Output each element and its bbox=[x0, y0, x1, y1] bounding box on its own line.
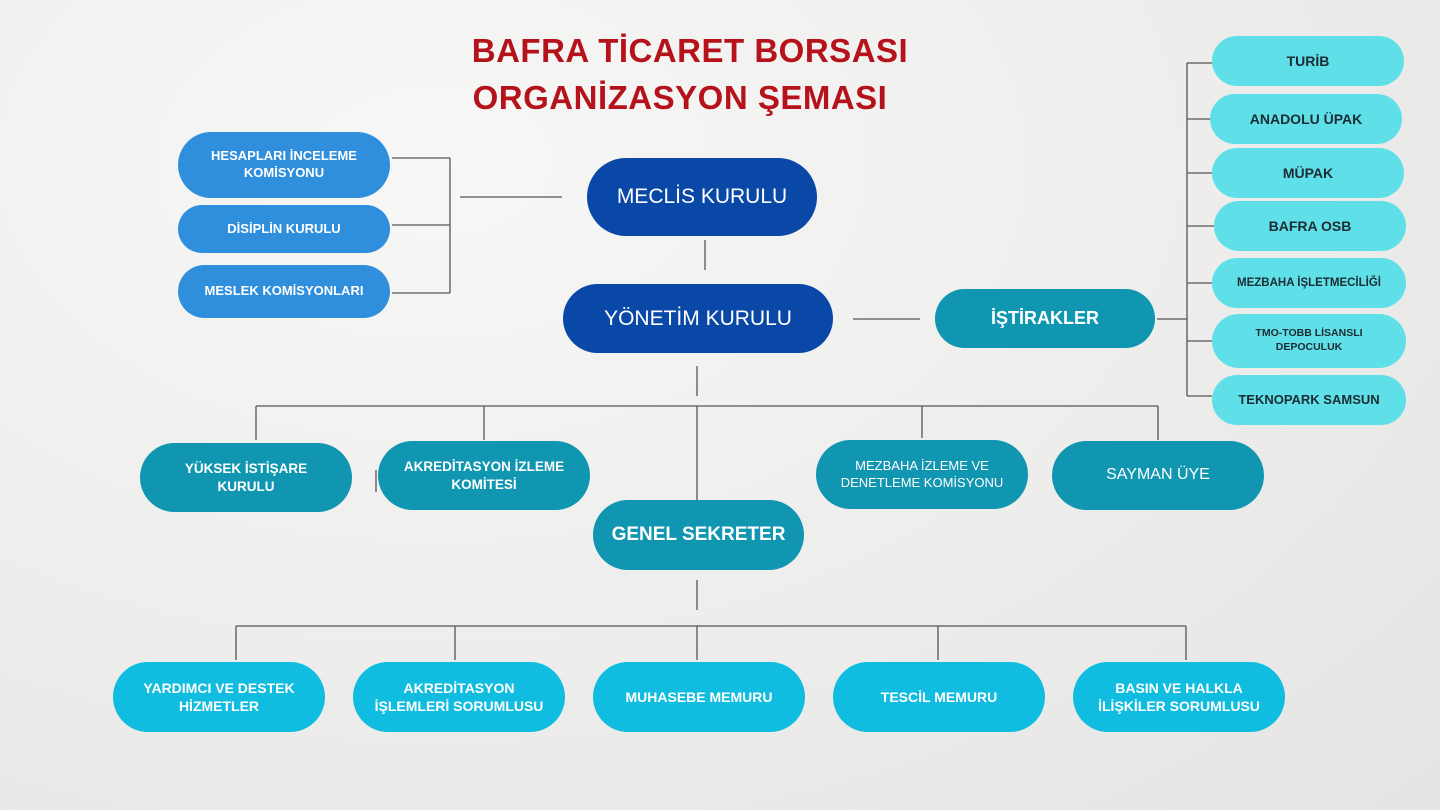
node-sayman-uye: SAYMAN ÜYE bbox=[1052, 441, 1264, 510]
node-turib: TURİB bbox=[1212, 36, 1404, 86]
node-disiplin-kurulu: DİSİPLİN KURULU bbox=[178, 205, 390, 253]
node-yonetim-kurulu: YÖNETİM KURULU bbox=[563, 284, 833, 353]
node-tmo-tobb-depoculuk: TMO-TOBB LİSANSLI DEPOCULUK bbox=[1212, 314, 1406, 368]
node-meclis-kurulu: MECLİS KURULU bbox=[587, 158, 817, 236]
node-meslek-komisyonlari: MESLEK KOMİSYONLARI bbox=[178, 265, 390, 318]
node-tescil-memuru: TESCİL MEMURU bbox=[833, 662, 1045, 732]
node-bafra-osb: BAFRA OSB bbox=[1214, 201, 1406, 251]
node-mupak: MÜPAK bbox=[1212, 148, 1404, 198]
chart-title-line1: BAFRA TİCARET BORSASI bbox=[471, 32, 909, 69]
node-hesaplari-inceleme: HESAPLARI İNCELEME KOMİSYONU bbox=[178, 132, 390, 198]
node-istirakler: İŞTİRAKLER bbox=[935, 289, 1155, 348]
node-yuksek-istisare: YÜKSEK İSTİŞARE KURULU bbox=[140, 443, 352, 512]
node-muhasebe-memuru: MUHASEBE MEMURU bbox=[593, 662, 805, 732]
node-anadolu-upak: ANADOLU ÜPAK bbox=[1210, 94, 1402, 144]
chart-title-line2: ORGANİZASYON ŞEMASI bbox=[472, 79, 888, 116]
node-mezbaha-isletmeciligi: MEZBAHA İŞLETMECİLİĞİ bbox=[1212, 258, 1406, 308]
node-genel-sekreter: GENEL SEKRETER bbox=[593, 500, 804, 570]
node-akreditasyon-islemleri: AKREDİTASYON İŞLEMLERİ SORUMLUSU bbox=[353, 662, 565, 732]
node-mezbaha-izleme: MEZBAHA İZLEME VE DENETLEME KOMİSYONU bbox=[816, 440, 1028, 509]
node-basin-halkla-iliskiler: BASIN VE HALKLA İLİŞKİLER SORUMLUSU bbox=[1073, 662, 1285, 732]
node-yardimci-destek: YARDIMCI VE DESTEK HİZMETLER bbox=[113, 662, 325, 732]
node-teknopark-samsun: TEKNOPARK SAMSUN bbox=[1212, 375, 1406, 425]
node-akreditasyon-izleme: AKREDİTASYON İZLEME KOMİTESİ bbox=[378, 441, 590, 510]
